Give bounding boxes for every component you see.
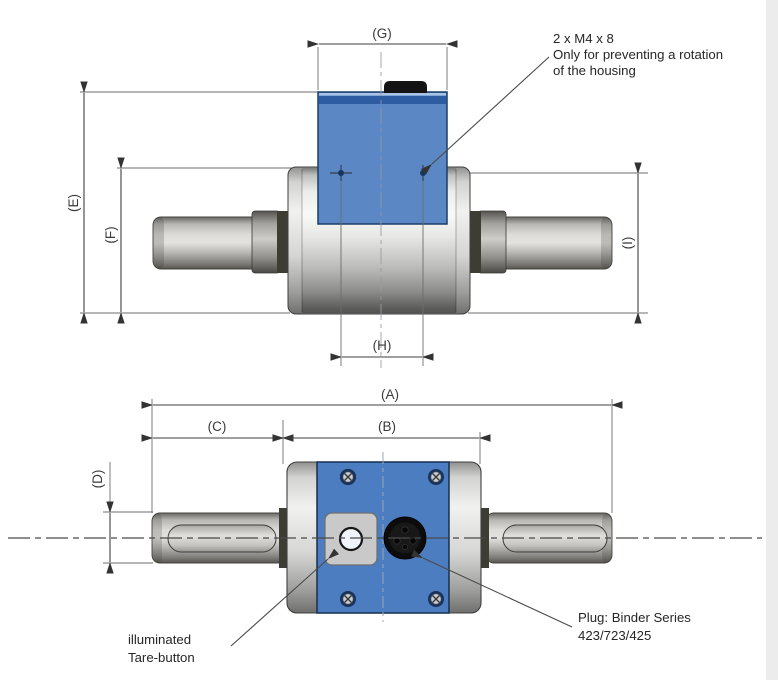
housing-cap: [384, 81, 427, 93]
shaft-right-side-view: [499, 216, 613, 270]
dim-label-e: (E): [66, 194, 81, 212]
dim-label-a: (A): [381, 387, 399, 402]
m4-annotation: 2 x M4 x 8 Only for preventing a rotatio…: [553, 31, 723, 78]
housing-top-band: [319, 96, 446, 104]
screw-bottom-right: [428, 591, 444, 607]
electronics-housing: [317, 91, 448, 225]
shaft-left-collar: [251, 210, 281, 274]
side-view: (G) (E) (F) (I) (H) 2 x M4 x 8 Only for …: [66, 26, 723, 368]
housing-top-highlight: [319, 93, 446, 96]
plug-annotation-line1: Plug: Binder Series: [578, 610, 691, 625]
plug-annotation-line2: 423/723/425: [578, 628, 651, 643]
faceplate-screws: [340, 469, 444, 607]
shaft-right-end-cap: [601, 217, 612, 269]
joint-ring-left: [277, 211, 290, 273]
leader-tare-button: [230, 548, 340, 647]
joint-ring-right: [468, 211, 481, 273]
dim-label-b: (B): [378, 419, 396, 434]
shaft-right-collar: [477, 210, 507, 274]
m4-annotation-line1: 2 x M4 x 8: [553, 31, 614, 46]
screw-top-right: [428, 469, 444, 485]
dim-label-i: (I): [620, 237, 635, 250]
dim-label-h: (H): [373, 338, 392, 353]
tare-button: [324, 512, 378, 566]
shaft-left-side-view: [152, 216, 261, 270]
tare-button-lens: [338, 526, 364, 552]
tare-annotation: illuminated Tare-button: [128, 632, 195, 665]
plug-annotation: Plug: Binder Series 423/723/425: [578, 610, 691, 643]
front-view: (A) (B) (C) (D) illuminated Tare-button …: [8, 387, 762, 665]
leader-m4-screws: [421, 56, 550, 175]
m4-annotation-line2: Only for preventing a rotation: [553, 47, 723, 62]
keyway-left: [167, 524, 277, 553]
m4-annotation-line3: of the housing: [553, 63, 636, 78]
dim-label-d: (D): [90, 470, 105, 489]
dim-label-f: (F): [103, 226, 118, 243]
shaft-left-end-cap: [153, 217, 164, 269]
screw-bottom-left: [340, 591, 356, 607]
tare-annotation-line2: Tare-button: [128, 650, 195, 665]
page-edge-strip: [766, 0, 778, 680]
shaft-left-end-cap-front: [152, 513, 162, 563]
set-screw-left: [330, 165, 352, 181]
screw-top-left: [340, 469, 356, 485]
dim-label-g: (G): [372, 26, 392, 41]
tare-annotation-line1: illuminated: [128, 632, 191, 647]
dim-label-c: (C): [208, 419, 227, 434]
leader-plug: [411, 549, 573, 628]
